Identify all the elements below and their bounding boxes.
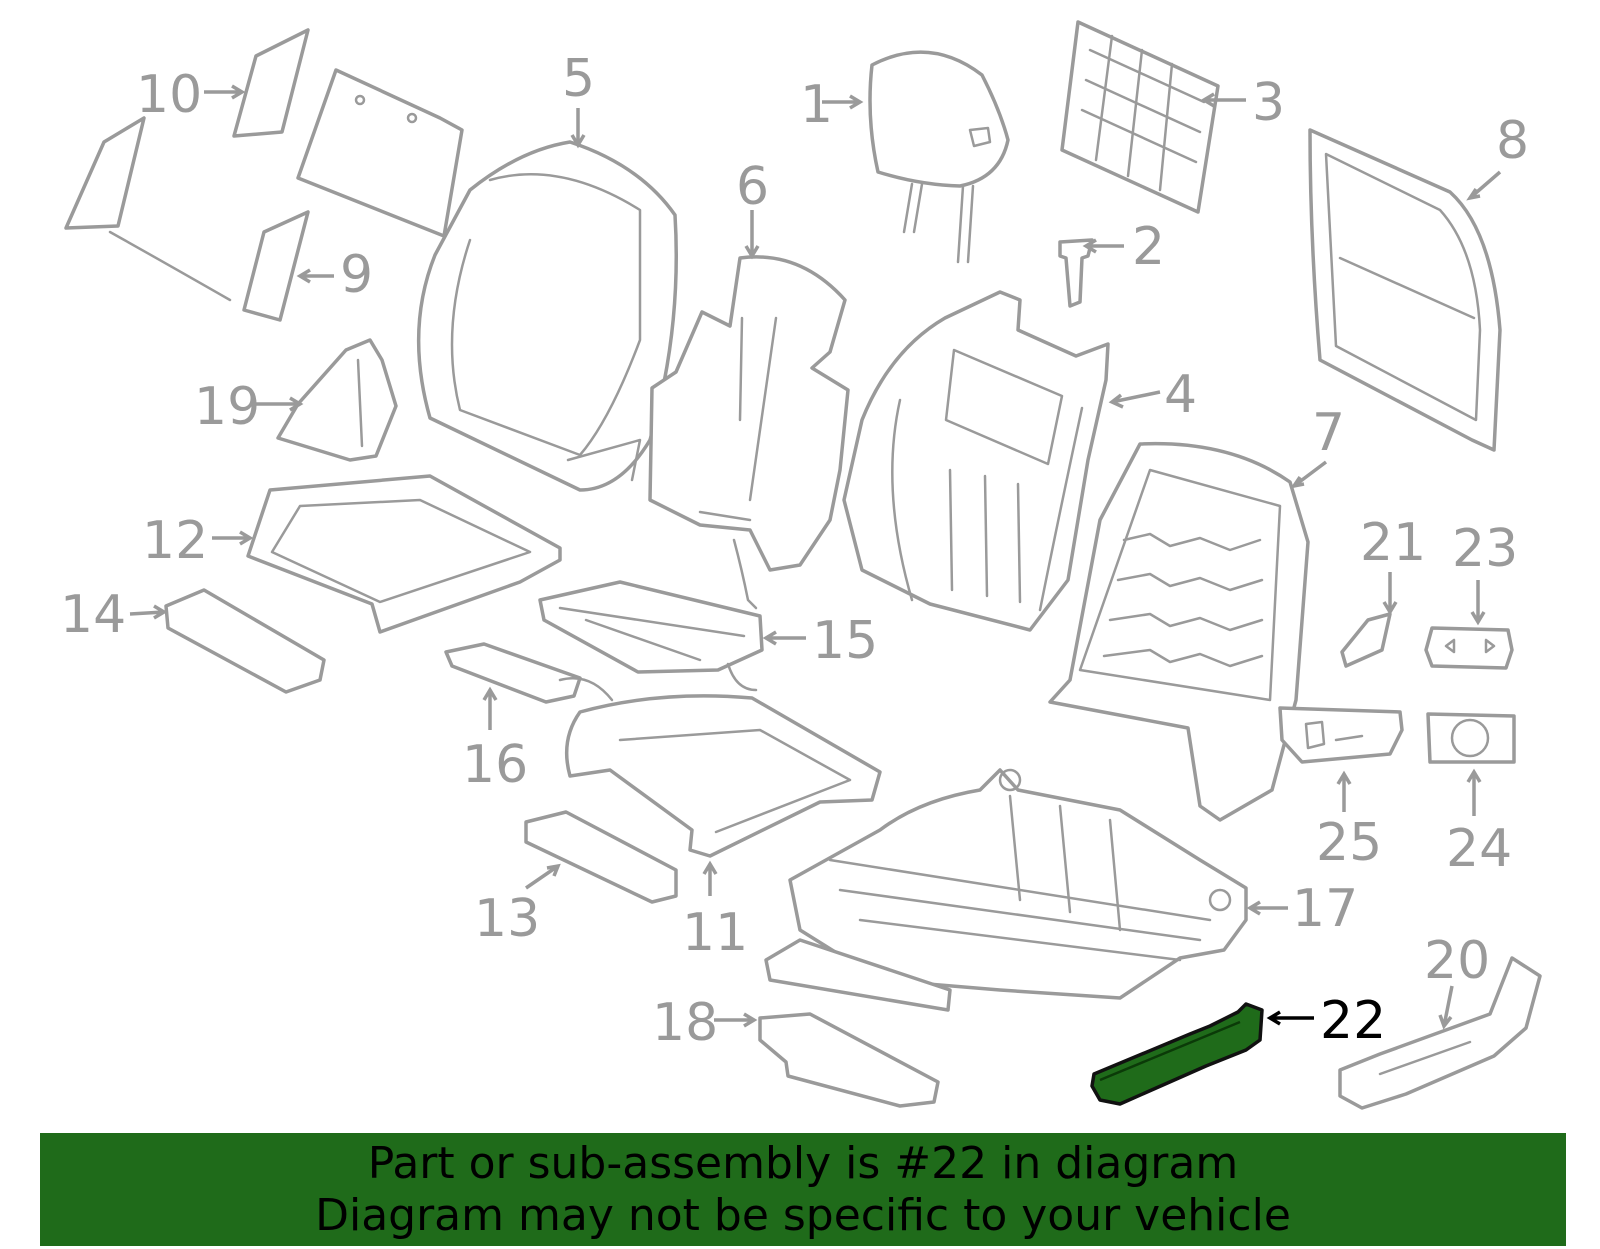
part-3-back-panel[interactable] [1060,20,1220,214]
part-4-backrest-cover[interactable] [842,290,1110,632]
part-18-trim-strip[interactable] [758,1012,940,1108]
part-15-heating-mat[interactable] [538,580,764,692]
part-25-switch-panel[interactable] [1278,706,1404,764]
part-19-side-bracket[interactable] [276,338,398,462]
callout-19[interactable]: 19 [194,377,260,437]
part-17-seat-frame[interactable] [764,768,1248,1012]
part-9-bracket[interactable] [242,210,310,322]
callout-14[interactable]: 14 [60,585,126,645]
callout-24[interactable]: 24 [1446,819,1512,879]
part-22-rail-cover[interactable] [1090,1002,1264,1106]
part-24-switch[interactable] [1426,712,1516,764]
callout-11[interactable]: 11 [682,903,748,963]
part-8-rear-panel[interactable] [1308,128,1502,452]
callout-23[interactable]: 23 [1452,519,1518,579]
callout-10[interactable]: 10 [136,65,202,125]
callout-4[interactable]: 4 [1164,365,1197,425]
callout-13[interactable]: 13 [474,889,540,949]
callout-3[interactable]: 3 [1252,73,1285,133]
callout-2[interactable]: 2 [1132,217,1165,277]
callout-7[interactable]: 7 [1312,403,1345,463]
leader-lines [129,84,1502,1030]
part-5-backrest[interactable] [416,140,679,492]
callout-15[interactable]: 15 [812,611,878,671]
callout-18[interactable]: 18 [652,993,718,1053]
info-banner: Part or sub-assembly is #22 in diagram D… [40,1133,1566,1246]
callout-6[interactable]: 6 [736,157,769,217]
callout-12[interactable]: 12 [142,511,208,571]
part-16-sensor-mat[interactable] [444,642,614,704]
part-14-pad[interactable] [164,588,326,694]
banner-line-part: Part or sub-assembly is #22 in diagram [367,1137,1239,1189]
callout-1[interactable]: 1 [800,75,833,135]
banner-line-disclaimer: Diagram may not be specific to your vehi… [315,1189,1291,1241]
callout-5[interactable]: 5 [562,49,595,109]
part-6-backrest-pad[interactable] [648,255,850,610]
part-2-guide-sleeve[interactable] [1058,238,1094,308]
callout-16[interactable]: 16 [462,735,528,795]
part-21-switch-trim[interactable] [1340,612,1392,668]
callout-25[interactable]: 25 [1316,813,1382,873]
callout-22[interactable]: 22 [1320,991,1386,1051]
part-12-cushion-frame[interactable] [246,474,562,634]
callout-20[interactable]: 20 [1424,931,1490,991]
callout-21[interactable]: 21 [1360,513,1426,573]
part-10-trim-set[interactable] [64,28,464,302]
callout-labels: 1 2 3 4 5 6 7 8 9 10 11 12 13 14 15 16 1… [60,49,1529,1053]
callout-8[interactable]: 8 [1496,111,1529,171]
part-23-switch-knob[interactable] [1424,626,1514,670]
part-11-seat-cushion[interactable] [564,694,882,858]
callout-17[interactable]: 17 [1292,879,1358,939]
part-7-backrest-frame[interactable] [1048,441,1310,822]
part-20-side-trim[interactable] [1338,956,1542,1110]
part-13-pad[interactable] [524,810,678,904]
callout-9[interactable]: 9 [340,245,373,305]
part-1-headrest[interactable] [868,50,1010,264]
